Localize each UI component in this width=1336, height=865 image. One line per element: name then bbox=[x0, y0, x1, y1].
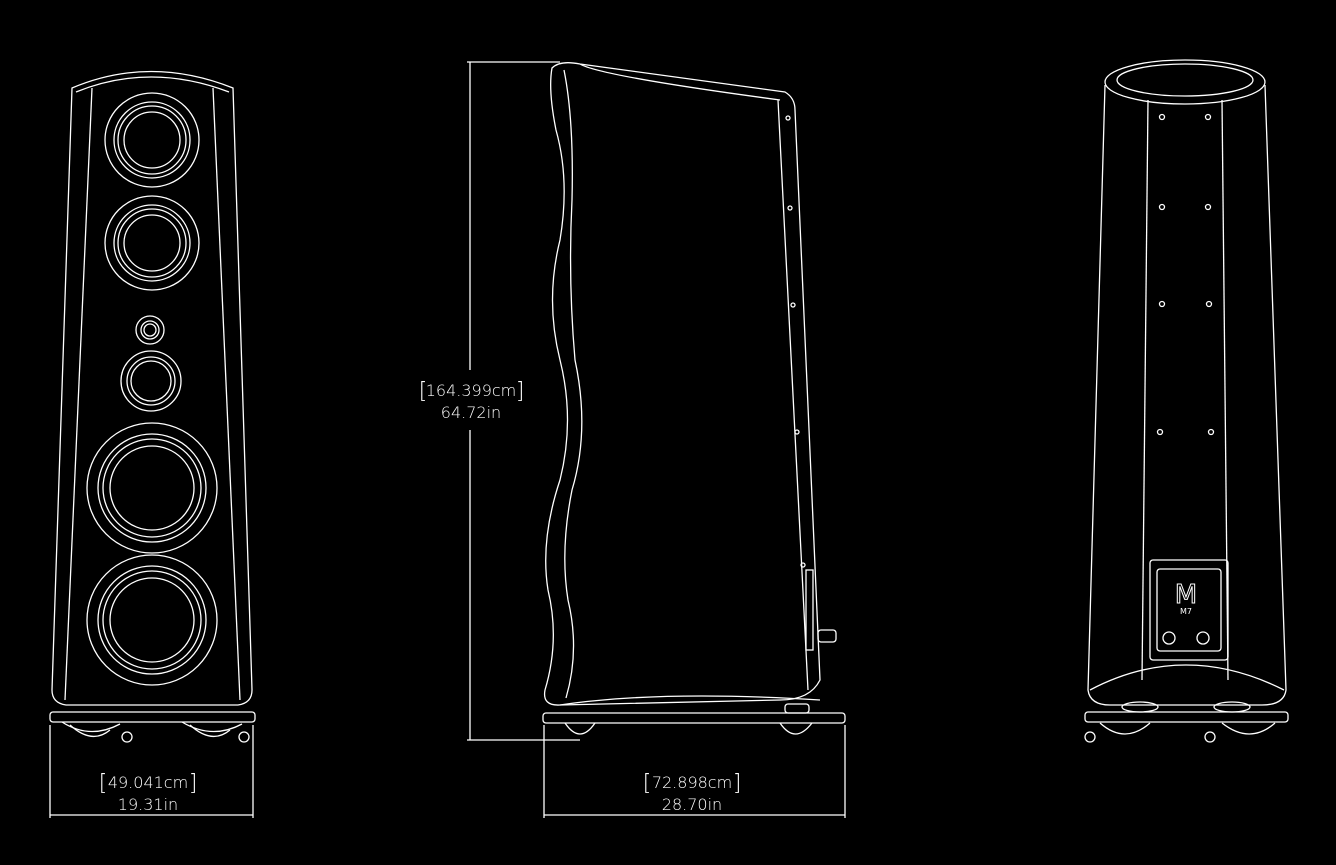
driver-upper-mid-2 bbox=[104, 195, 200, 291]
svg-text:]: ] bbox=[516, 379, 525, 404]
front-width-imperial: 19.31in bbox=[118, 795, 178, 814]
height-metric: 164.399cm bbox=[426, 381, 517, 400]
front-width-metric: 49.041cm bbox=[108, 773, 188, 792]
driver-upper-mid-1 bbox=[104, 92, 200, 188]
woofer-2 bbox=[86, 554, 218, 686]
side-base-plate bbox=[542, 695, 846, 735]
binding-post bbox=[817, 629, 837, 643]
side-cabinet-outline bbox=[543, 62, 821, 706]
height-imperial: 64.72in bbox=[441, 403, 501, 422]
depth-metric: 72.898cm bbox=[652, 773, 732, 792]
side-screws bbox=[785, 115, 806, 568]
side-view: [] 164.399cm 64.72in [] 72.898cm 28.70in bbox=[419, 61, 846, 818]
front-view: [] 49.041cm 19.31in bbox=[49, 70, 256, 818]
woofer-1 bbox=[86, 422, 218, 554]
back-screws bbox=[1156, 113, 1215, 436]
svg-text:]: ] bbox=[733, 771, 742, 796]
brand-logo: M bbox=[1175, 580, 1197, 610]
svg-text:[: [ bbox=[99, 771, 108, 796]
back-cabinet-outline bbox=[1087, 84, 1287, 706]
svg-text:[: [ bbox=[419, 379, 428, 404]
terminal-plate: M M7 bbox=[1149, 559, 1229, 661]
depth-dimension: [] 72.898cm 28.70in bbox=[543, 725, 846, 818]
front-cabinet-outline bbox=[51, 70, 253, 706]
tweeter bbox=[135, 315, 165, 345]
svg-text:[: [ bbox=[643, 771, 652, 796]
back-view: M M7 bbox=[1084, 59, 1289, 743]
front-width-dimension: [] 49.041cm 19.31in bbox=[49, 725, 254, 818]
model-logo: M7 bbox=[1180, 607, 1192, 616]
front-base-plate bbox=[49, 711, 256, 743]
svg-text:]: ] bbox=[189, 771, 198, 796]
height-dimension: [] 164.399cm 64.72in bbox=[419, 61, 580, 741]
back-base-plate bbox=[1084, 701, 1289, 743]
midrange-driver bbox=[120, 350, 182, 412]
depth-imperial: 28.70in bbox=[662, 795, 722, 814]
